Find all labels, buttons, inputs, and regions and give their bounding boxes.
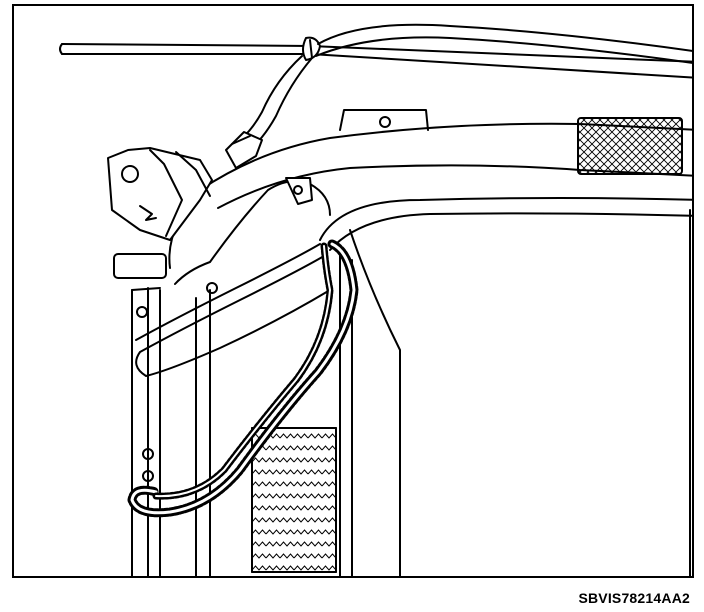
upper-bracket — [339, 109, 429, 131]
lower-pad — [251, 427, 337, 573]
diagram-frame — [12, 4, 694, 578]
left-post — [131, 287, 161, 576]
seatback-curve — [319, 197, 692, 576]
guide-tube — [135, 243, 331, 576]
reference-code: SBVIS78214AA2 — [578, 590, 690, 606]
stub-tab — [113, 253, 167, 279]
upper-pad — [577, 117, 683, 175]
latch-mechanism — [107, 131, 263, 241]
top-cable — [59, 23, 692, 79]
lanyard-cord — [127, 239, 359, 518]
latch-cable — [239, 55, 313, 147]
